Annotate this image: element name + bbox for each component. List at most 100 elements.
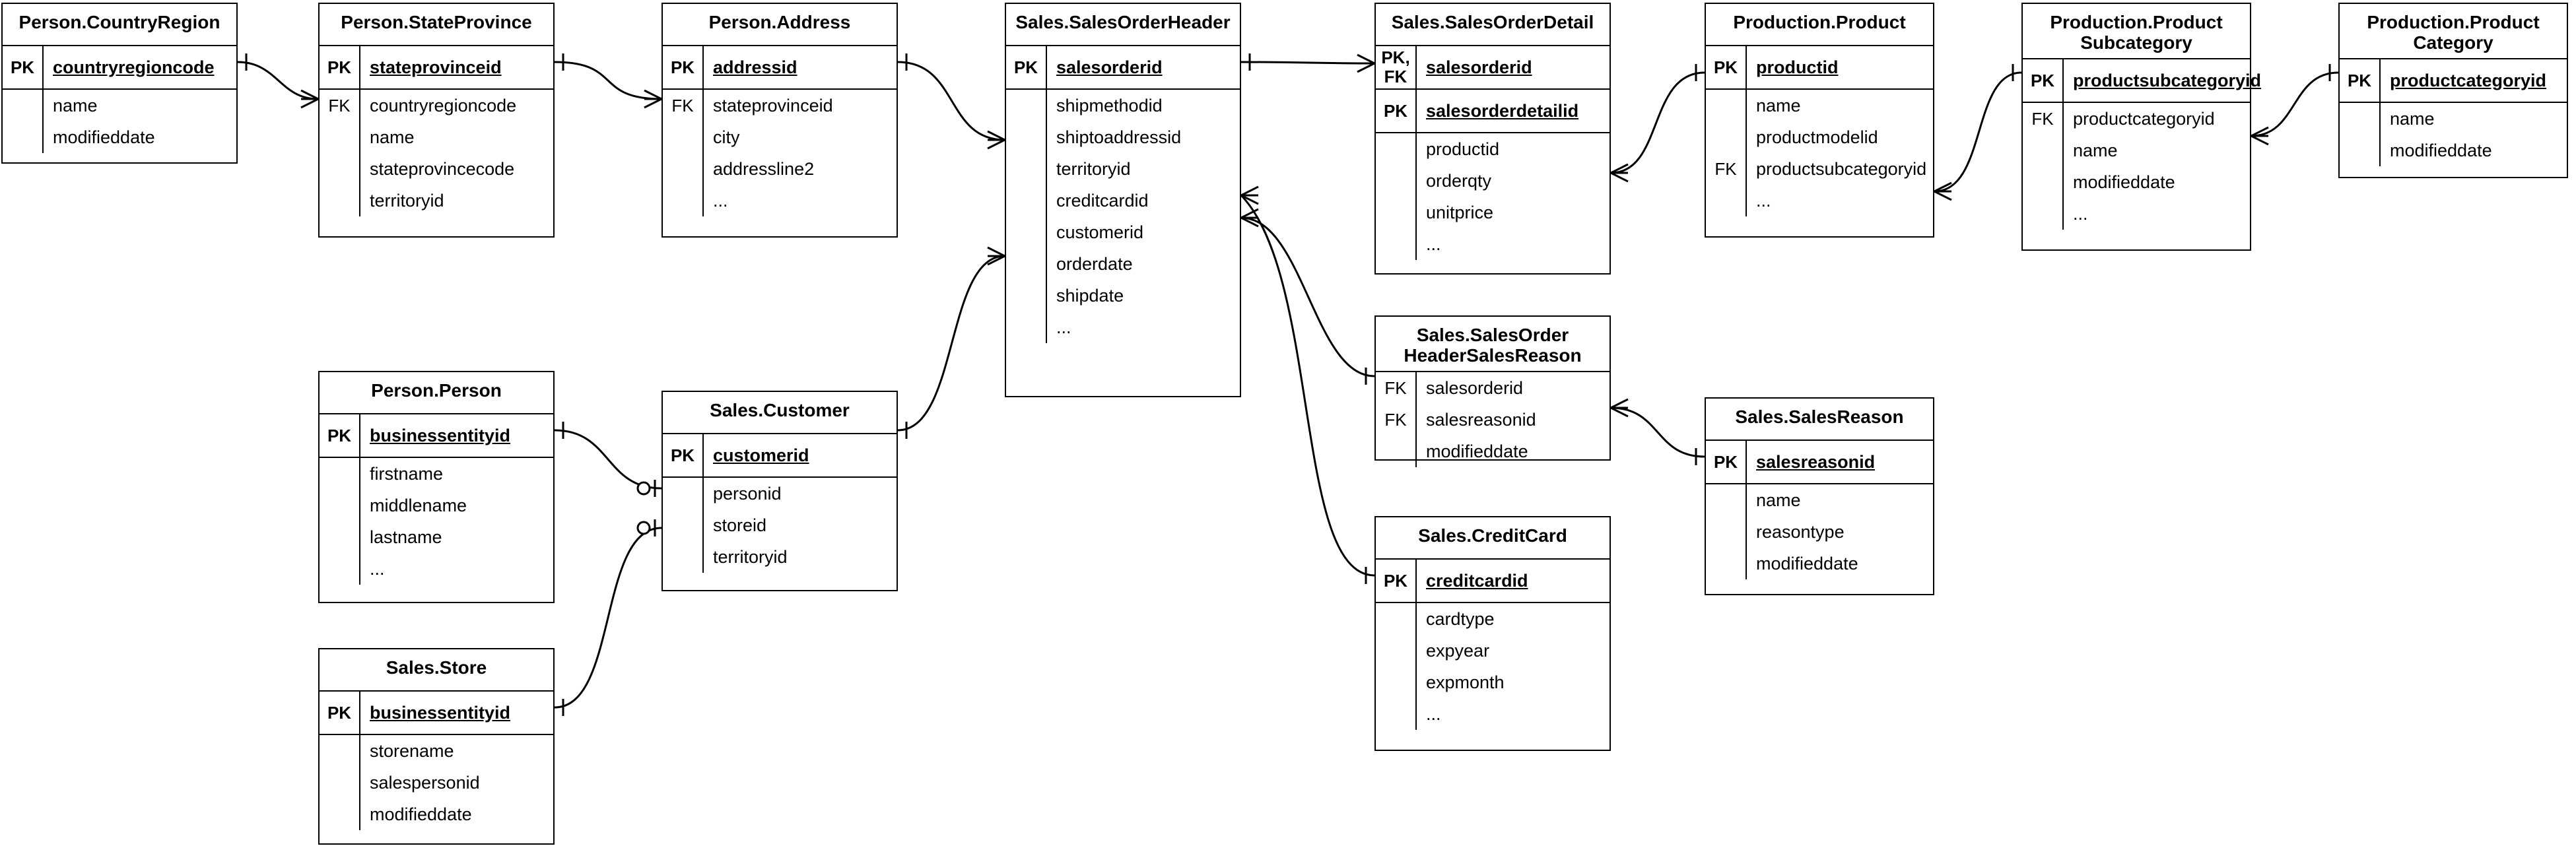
entity-title: Sales.SalesOrderDetail	[1391, 12, 1594, 32]
attribute-key	[2023, 135, 2062, 166]
attribute-key	[320, 121, 359, 153]
key-column	[1376, 133, 1417, 260]
column-label: customerid	[713, 445, 809, 465]
entity-title: Production.Product	[1733, 12, 1906, 32]
attribute-key	[663, 509, 702, 541]
column-label: productcategoryid	[2390, 70, 2547, 90]
attribute-name: ...	[713, 190, 728, 211]
column-name: salesorderdetailid	[1417, 90, 1610, 132]
column-label: businessentityid	[370, 702, 511, 723]
attribute-name: orderdate	[1056, 253, 1133, 274]
key-column	[1006, 90, 1047, 343]
attribute-name: personid	[713, 483, 782, 504]
entity-title: Production.Product Subcategory	[2050, 12, 2223, 53]
attribute-name: name	[370, 127, 415, 147]
key-column	[1376, 603, 1417, 730]
key-marker: PK	[1376, 560, 1417, 602]
attribute-key	[1706, 121, 1746, 153]
attribute-key	[2023, 166, 2062, 198]
column-label: stateprovinceid	[370, 57, 502, 77]
attribute-name: salesreasonid	[1426, 409, 1536, 430]
attribute-section: name modifieddate	[3, 88, 236, 153]
column-label: salesreasonid	[1756, 451, 1876, 472]
attribute-key	[1006, 216, 1046, 248]
entity-title: Sales.SalesOrder HeaderSalesReason	[1404, 325, 1582, 366]
attribute-name: ...	[1426, 703, 1441, 724]
attribute-name: productcategoryid	[2073, 108, 2215, 129]
attribute-name: name	[2073, 140, 2118, 160]
entity-title: Sales.CreditCard	[1418, 525, 1567, 546]
attribute-key	[1006, 185, 1046, 216]
key-marker: PK	[2023, 59, 2064, 102]
attribute-name: ...	[2073, 203, 2088, 224]
key-marker: PK	[663, 434, 704, 476]
attribute-key	[663, 153, 702, 185]
entity-title: Person.StateProvince	[341, 12, 532, 32]
attribute-key	[1006, 90, 1046, 121]
attribute-key	[3, 90, 42, 121]
attribute-name: name	[53, 95, 98, 115]
attribute-name: territoryid	[713, 546, 788, 567]
column-name: productsubcategoryid	[2064, 59, 2261, 102]
column-name: businessentityid	[360, 414, 553, 457]
column-label: addressid	[713, 57, 797, 77]
key-marker: PK	[1376, 90, 1417, 132]
column-name: countryregioncode	[44, 46, 236, 88]
relationship-salesorderheader-salesorderdetail	[1240, 53, 1375, 73]
attribute-name: territoryid	[370, 190, 444, 211]
attribute-name: orderqty	[1426, 170, 1492, 191]
attribute-key	[1706, 484, 1746, 516]
attribute-key	[320, 521, 359, 553]
attribute-key	[320, 553, 359, 585]
attribute-key	[1706, 90, 1746, 121]
relationship-address-salesorderheader	[897, 53, 1005, 150]
attribute-name: modifieddate	[2390, 140, 2492, 160]
attribute-key	[1376, 635, 1415, 667]
key-marker: PK	[1706, 46, 1747, 88]
column-name: salesorderid	[1417, 46, 1610, 88]
attribute-key: FK	[1384, 377, 1407, 398]
key-column	[1706, 484, 1747, 579]
attribute-name: cardtype	[1426, 608, 1495, 629]
relationship-soh_salesreason-salesreason	[1610, 398, 1705, 465]
key-column: FK	[663, 90, 704, 216]
relationship-person-customer	[554, 422, 662, 497]
attribute-key	[1376, 698, 1415, 730]
key-marker: PK	[3, 46, 44, 88]
attribute-key	[320, 490, 359, 521]
attribute-name: modifieddate	[53, 127, 155, 147]
key-marker: PK	[320, 46, 360, 88]
column-name: businessentityid	[360, 692, 553, 734]
attribute-name: storename	[370, 740, 454, 761]
